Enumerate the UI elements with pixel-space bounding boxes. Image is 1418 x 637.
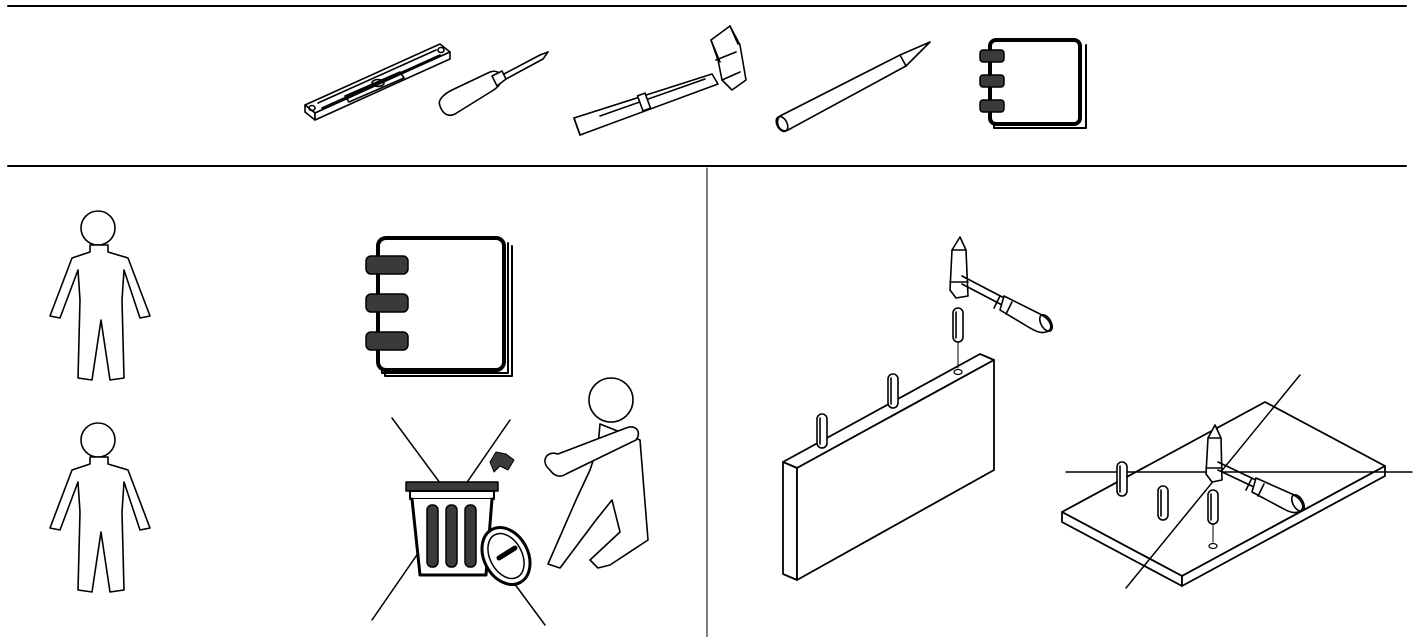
pencil-icon <box>775 41 931 133</box>
dowel-icon <box>1116 461 1128 497</box>
step-hammer-dowel-edge <box>782 236 1054 581</box>
hammer-icon <box>573 25 747 136</box>
dowel-icon <box>1157 485 1169 521</box>
dowel-being-hammered-icon <box>1207 489 1219 550</box>
tools-header <box>304 25 1087 136</box>
person-icon <box>49 422 151 593</box>
no-trash-icon <box>371 417 546 626</box>
hammer-striking-icon <box>1205 424 1306 514</box>
person-icon <box>49 210 151 381</box>
manual-icon <box>979 38 1087 129</box>
flat-panel <box>1061 401 1386 587</box>
manual-large-icon <box>365 236 513 377</box>
dowel-icon <box>887 373 899 409</box>
screwdriver-icon <box>438 51 549 117</box>
step-hammer-dowel-face <box>1061 374 1413 589</box>
left-panel <box>49 210 649 626</box>
right-panel <box>782 236 1413 589</box>
hammer-striking-icon <box>949 236 1054 334</box>
dowel-icon <box>816 413 828 449</box>
person-carrying-icon <box>544 377 649 569</box>
spirit-level-icon <box>304 43 451 121</box>
dowel-being-hammered-icon <box>952 307 964 376</box>
board-edge-panel <box>782 353 995 581</box>
